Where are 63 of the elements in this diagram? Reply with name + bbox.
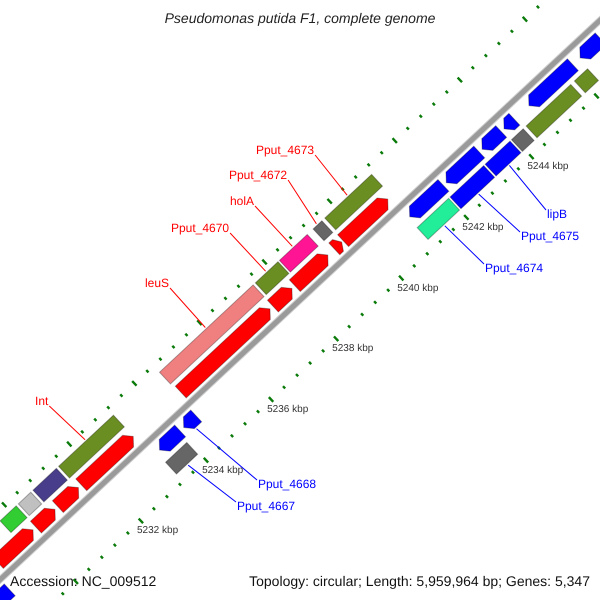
leader-line xyxy=(48,406,86,440)
scale-label: 5238 kbp xyxy=(332,344,374,354)
gene-feature xyxy=(503,112,520,130)
gene-feature xyxy=(312,220,334,242)
leader-line xyxy=(444,225,484,264)
gene-feature xyxy=(158,424,186,452)
gene-label: Pput_4672 xyxy=(229,169,288,181)
leader-line xyxy=(230,232,266,272)
gene-label: Pput_4670 xyxy=(171,222,230,234)
gene-feature xyxy=(32,468,68,503)
title: Pseudomonas putida F1, complete genome xyxy=(164,11,436,25)
gene-feature xyxy=(254,261,290,296)
gene-feature xyxy=(328,239,344,256)
gene-label: lipB xyxy=(547,208,568,220)
leader-line xyxy=(314,154,348,196)
gene-feature xyxy=(445,145,486,184)
gene-feature xyxy=(278,234,319,273)
gene-feature xyxy=(182,409,202,430)
gene-feature xyxy=(525,84,582,138)
gene-feature xyxy=(416,198,460,240)
gene-feature xyxy=(164,442,198,475)
scale-label: 5240 kbp xyxy=(397,284,438,294)
gene-feature xyxy=(0,528,34,570)
gene-label: Pput_4667 xyxy=(237,500,296,512)
leader-line xyxy=(508,164,546,210)
scale-label: 5232 kbp xyxy=(137,526,178,536)
gene-feature xyxy=(408,178,450,218)
leader-line xyxy=(288,180,317,224)
leader-line xyxy=(196,428,258,480)
gene-label: holA xyxy=(230,195,254,207)
leader-line xyxy=(478,194,520,232)
scale-label: 5236 kbp xyxy=(267,404,308,415)
gene-feature xyxy=(510,128,535,152)
gene-feature xyxy=(18,492,42,516)
scale-label: 5242 kbp xyxy=(462,222,504,233)
gene-feature xyxy=(336,197,389,248)
gene-label: Pput_4673 xyxy=(256,144,314,156)
gene-label: Pput_4674 xyxy=(485,262,544,274)
scale-label: 5234 kbp xyxy=(202,466,244,476)
leader-line xyxy=(188,464,236,502)
gene-feature xyxy=(324,174,384,230)
gene-feature xyxy=(75,434,134,492)
gene-feature xyxy=(449,164,496,210)
gene-feature xyxy=(574,68,600,94)
gene-label: Int xyxy=(35,395,48,407)
gene-feature xyxy=(481,125,508,151)
footer-text: Accession: NC_009512 xyxy=(10,574,156,588)
gene-feature xyxy=(579,32,600,60)
gene-feature xyxy=(266,286,293,313)
scale-label: 5244 kbp xyxy=(527,162,568,172)
gene-label: Pput_4668 xyxy=(258,478,316,490)
gene-label: Pput_4675 xyxy=(521,230,580,242)
gene-feature xyxy=(0,505,28,534)
gene-label: leuS xyxy=(145,277,170,289)
gene-feature xyxy=(52,486,80,514)
leader-line xyxy=(254,206,293,247)
footer-text: Topology: circular; Length: 5,959,964 bp; Genes: 5,347 xyxy=(249,574,590,588)
gene-feature xyxy=(30,508,56,534)
gene-feature xyxy=(288,253,329,292)
gene-feature xyxy=(528,58,579,108)
leader-line xyxy=(170,288,206,328)
gene-feature xyxy=(58,414,126,479)
gene-feature xyxy=(174,307,271,399)
